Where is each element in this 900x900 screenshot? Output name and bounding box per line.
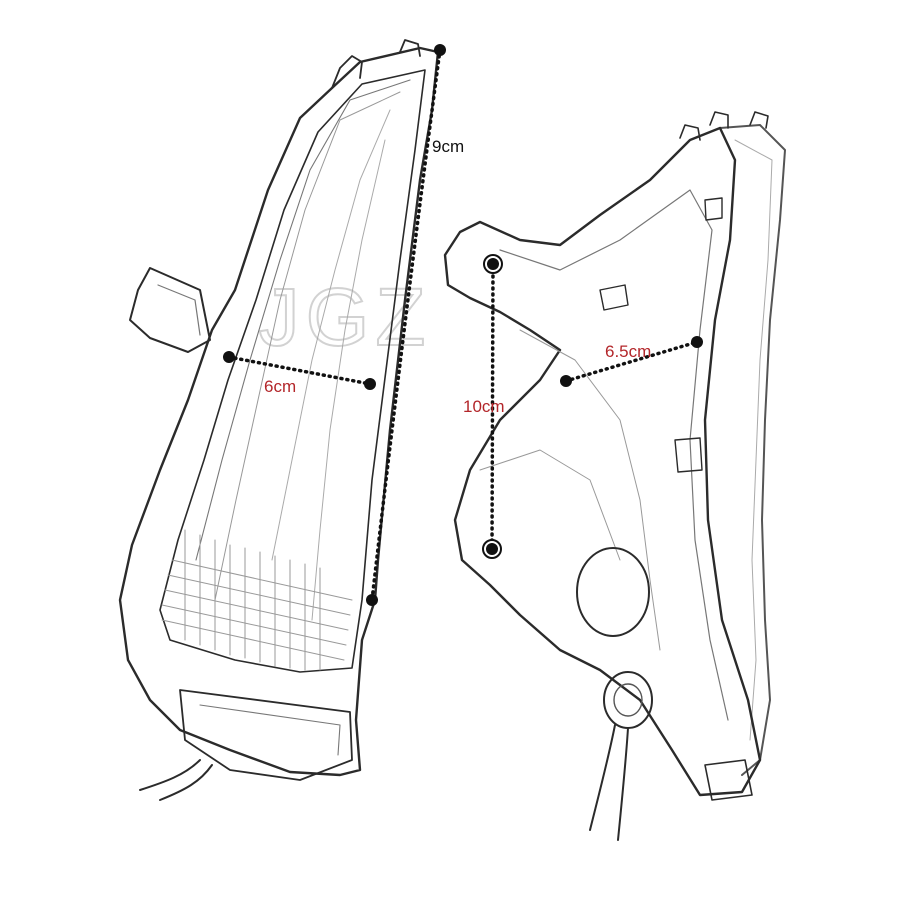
label-right-height: 10cm (463, 397, 505, 416)
measure-dot (223, 351, 235, 363)
measure-dot (487, 258, 499, 270)
left-light-sketch (118, 39, 440, 801)
label-left-width: 6cm (264, 377, 296, 396)
measure-left-width (223, 351, 376, 390)
measure-right-width (560, 336, 703, 387)
measure-dot (691, 336, 703, 348)
label-left-height: 9cm (432, 137, 464, 156)
right-light-sketch (443, 111, 786, 841)
measure-dot (486, 543, 498, 555)
label-right-width: 6.5cm (605, 342, 651, 361)
measure-dot (560, 375, 572, 387)
measure-dot (434, 44, 446, 56)
measure-right-height (482, 254, 503, 559)
measure-dot (366, 594, 378, 606)
measure-left-height (366, 44, 446, 606)
measure-dot (364, 378, 376, 390)
